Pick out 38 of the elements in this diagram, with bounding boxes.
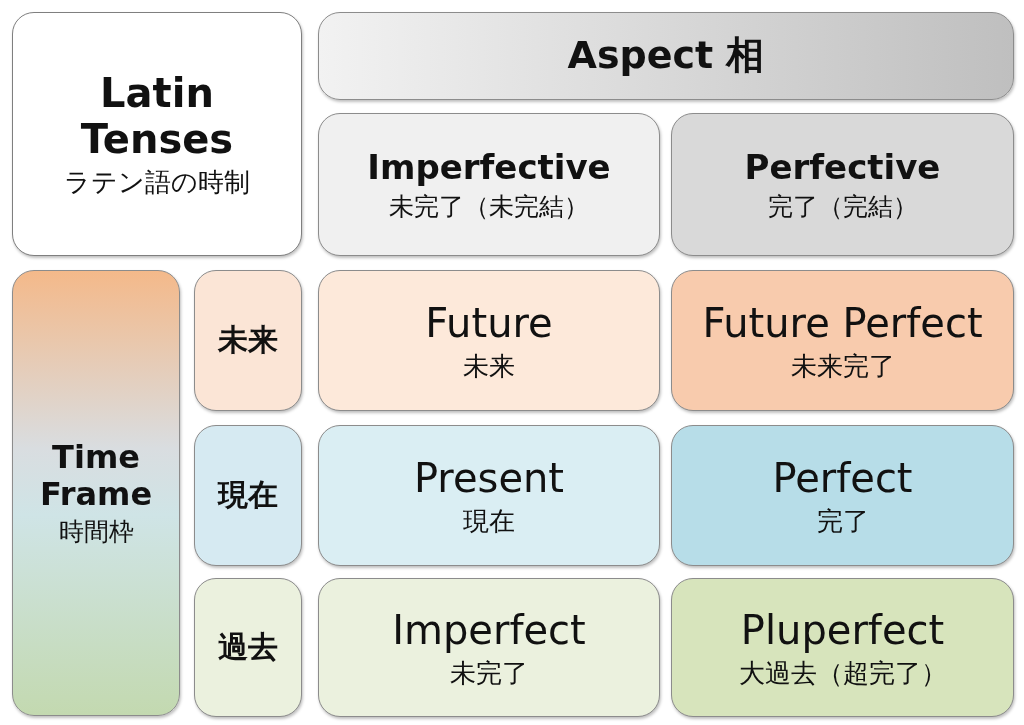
header-text: Imperfective <box>367 147 611 187</box>
tense-box <box>318 578 660 717</box>
title-text: Latin Tenses <box>79 70 235 163</box>
tense-translation: 完了 <box>816 506 869 537</box>
row-label-box <box>194 578 302 717</box>
tense-name: Imperfect <box>392 606 586 653</box>
row-label: 未来 <box>218 323 278 358</box>
tense-name: Perfect <box>772 454 913 501</box>
tense-name: Present <box>413 454 565 501</box>
tense-name: Future <box>425 299 553 346</box>
column-header-box <box>671 113 1014 256</box>
tense-name: Pluperfect <box>740 606 945 653</box>
subtitle-text: ラテン語の時制 <box>64 168 250 198</box>
header-text: Time Frame <box>38 438 154 513</box>
subtitle-text: 時間枠 <box>58 518 134 548</box>
tense-box <box>671 270 1014 411</box>
tense-box <box>318 425 660 566</box>
tense-translation: 現在 <box>463 506 515 537</box>
tense-translation: 未来 <box>463 351 515 382</box>
tense-translation: 大過去（超完了） <box>738 658 947 689</box>
header-text: Aspect 相 <box>567 34 765 78</box>
row-label: 過去 <box>218 630 278 665</box>
tense-translation: 未完了 <box>450 658 528 689</box>
subtitle-text: 未完了（未完結） <box>389 192 589 222</box>
tense-translation: 未来完了 <box>790 351 895 382</box>
tense-box <box>318 270 660 411</box>
subtitle-text: 完了（完結） <box>767 192 918 222</box>
row-label: 現在 <box>218 478 278 513</box>
header-bar <box>318 12 1014 100</box>
tense-box <box>671 425 1014 566</box>
title-panel <box>12 12 302 256</box>
row-label-box <box>194 425 302 566</box>
header-text: Perfective <box>744 147 941 187</box>
tense-box <box>671 578 1014 717</box>
column-header-box <box>318 113 660 256</box>
tense-name: Future Perfect <box>702 299 983 346</box>
row-header-band <box>12 270 180 716</box>
row-label-box <box>194 270 302 411</box>
